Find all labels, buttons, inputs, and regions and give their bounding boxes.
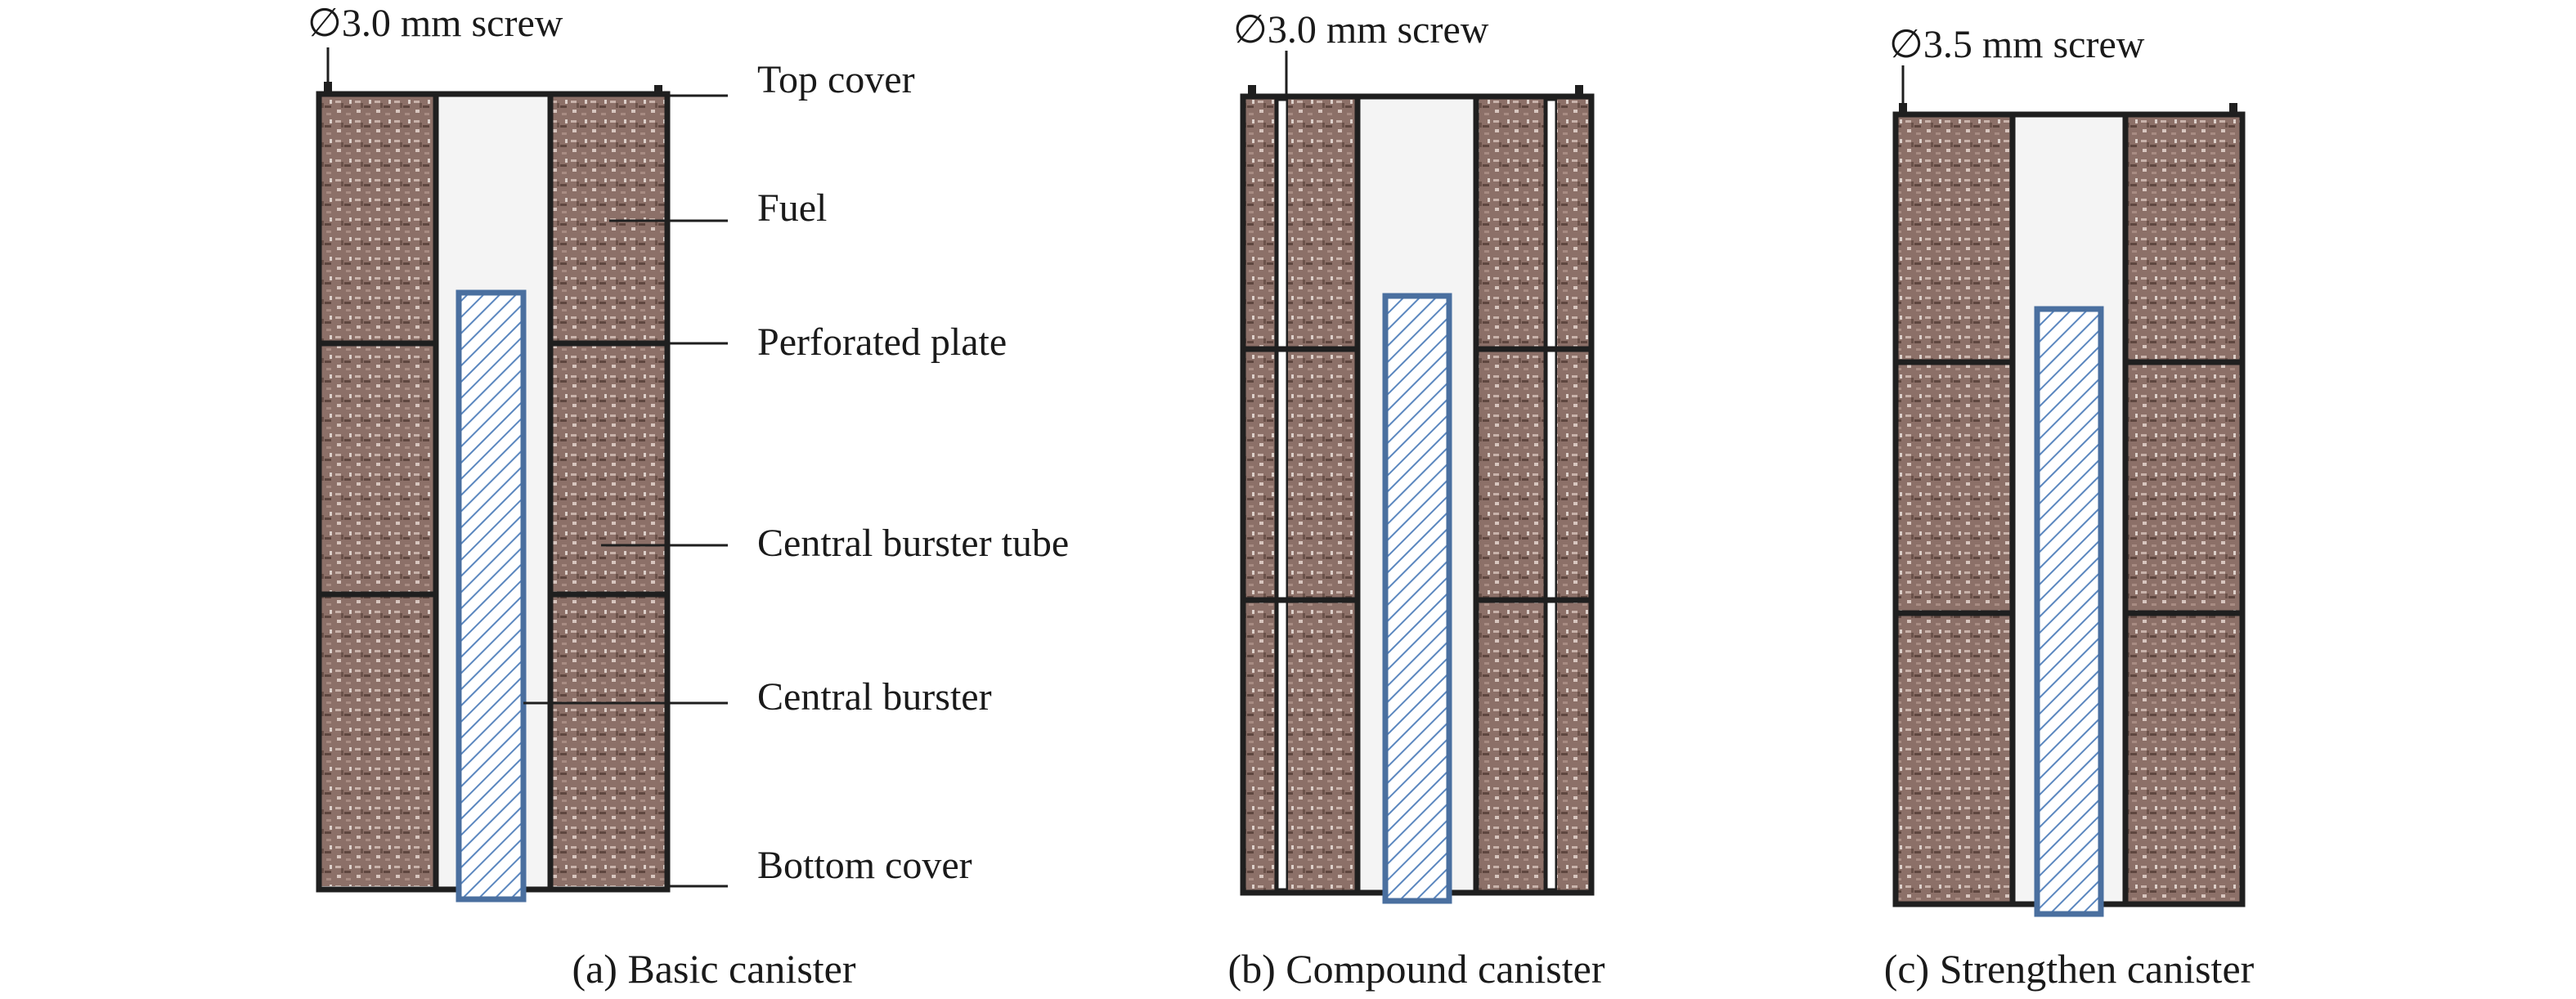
canister-c (1892, 103, 2246, 917)
fuel-right-a (550, 96, 665, 886)
label-screw-a: ∅3.0 mm screw (307, 2, 563, 45)
label-bottom-cover: Bottom cover (757, 844, 972, 887)
fuel-left-c (1898, 117, 2013, 902)
fuel-right-b (1476, 99, 1546, 890)
canister-b (1240, 85, 1595, 904)
fuel-left-a (321, 96, 436, 886)
label-screw-b: ∅3.0 mm screw (1233, 8, 1489, 52)
fuel-right-c (2125, 117, 2240, 902)
liner-left-b (1274, 96, 1290, 893)
central-burster-c (2034, 306, 2104, 917)
label-fuel: Fuel (757, 186, 827, 230)
label-perforated-plate: Perforated plate (757, 320, 1007, 364)
label-screw-c: ∅3.5 mm screw (1889, 23, 2145, 66)
screw-head-b1 (1248, 85, 1256, 96)
caption-c: (c) Strengthen canister (1884, 946, 2255, 992)
screw-head-b2 (1575, 85, 1583, 96)
fuel-outer-left-b (1245, 99, 1277, 890)
screw-head-a1 (324, 82, 332, 95)
screw-head-c2 (2229, 103, 2237, 114)
screw-head-c1 (1899, 103, 1907, 114)
caption-a: (a) Basic canister (572, 946, 855, 992)
liner-right-b (1543, 96, 1560, 893)
label-central-burster: Central burster (757, 675, 992, 719)
fuel-outer-right-b (1557, 99, 1589, 890)
central-burster-a (456, 289, 527, 903)
caption-b: (b) Compound canister (1227, 946, 1604, 992)
fuel-left-b (1288, 99, 1358, 890)
screw-head-a2 (654, 85, 662, 95)
label-top-cover: Top cover (757, 58, 915, 101)
label-central-burster-tube: Central burster tube (757, 522, 1069, 565)
canister-a (316, 82, 671, 903)
central-burster-b (1382, 293, 1452, 904)
